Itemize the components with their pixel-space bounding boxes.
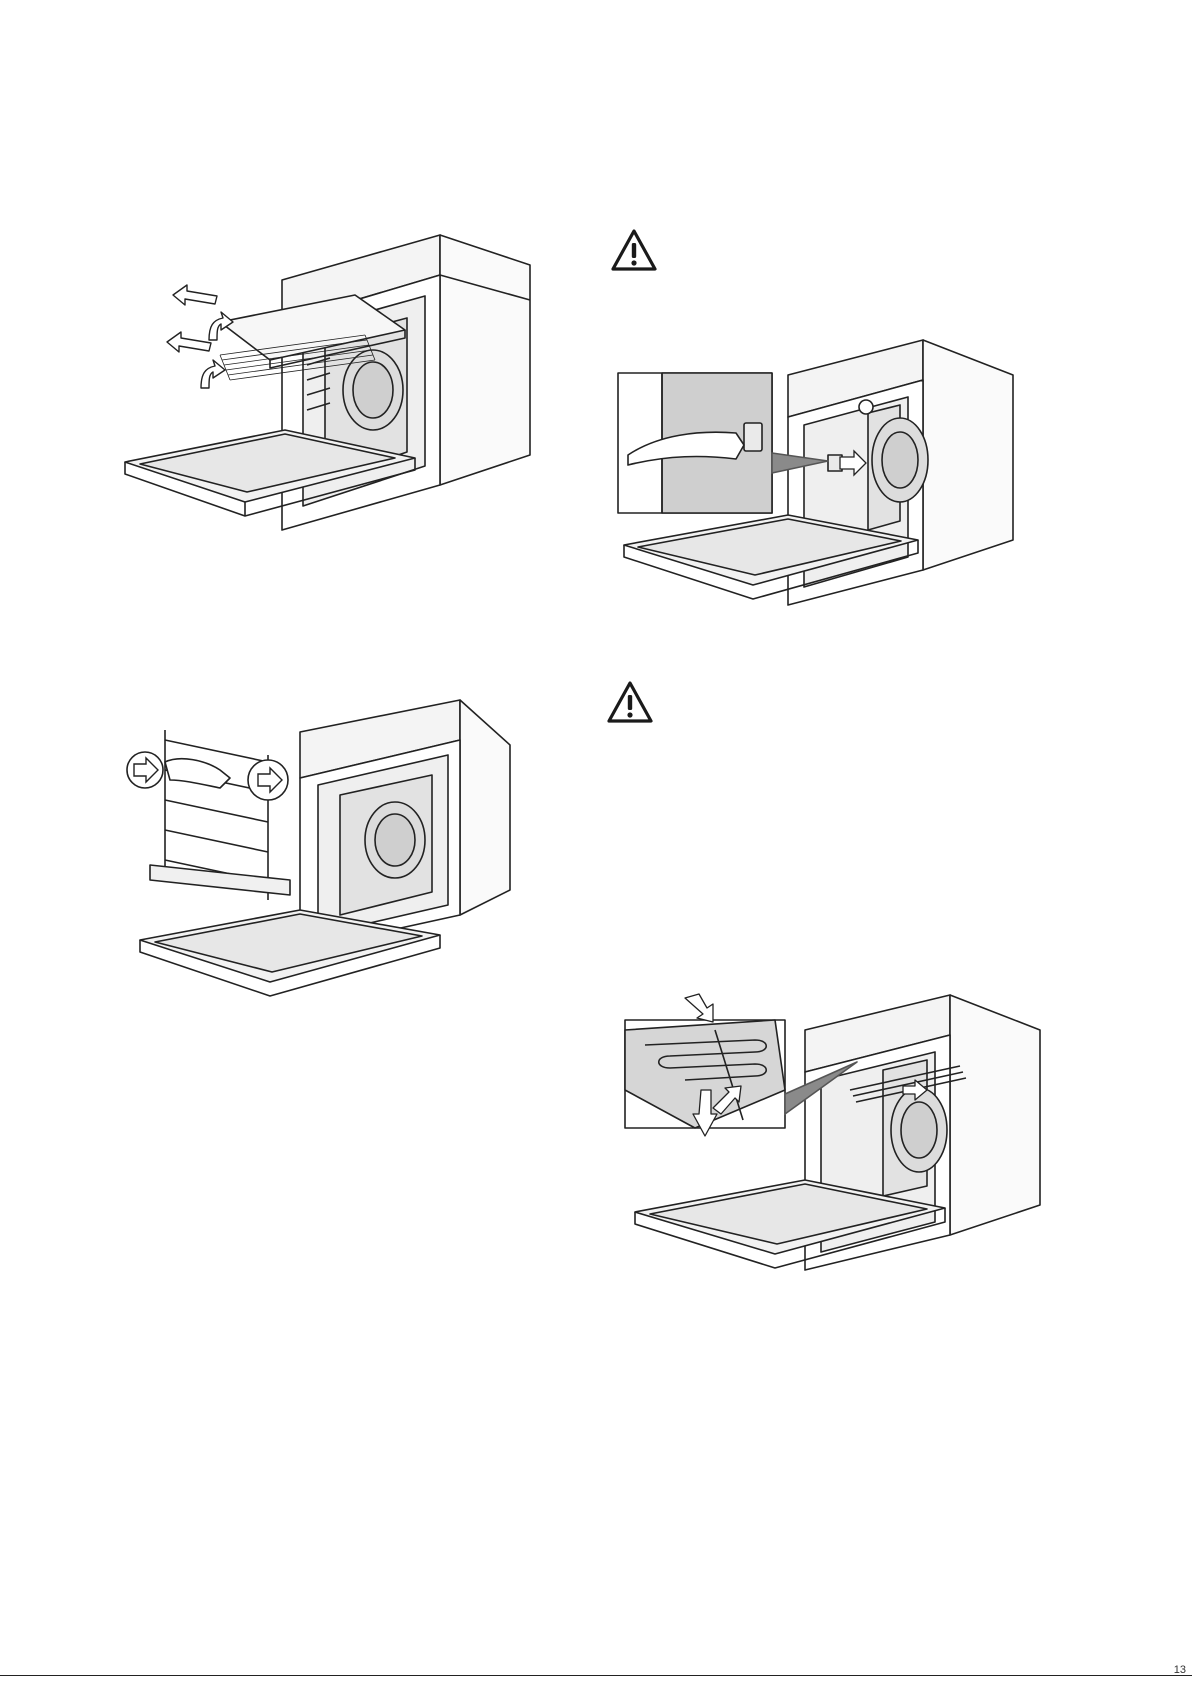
fig-replace-lamp: [618, 335, 1028, 605]
page-number: 13: [1174, 1664, 1186, 1676]
fig-remove-accessories: [125, 230, 545, 560]
oven-lamp-cover-illustration: [618, 335, 1028, 605]
warning-triangle-icon: [610, 228, 658, 272]
oven-remove-trays-illustration: [125, 230, 545, 560]
fig-remove-side-racks: [110, 700, 520, 1000]
warning-triangle-icon: [606, 680, 654, 724]
oven-grill-element-illustration: [625, 990, 1050, 1285]
fig-lower-grill-element: [625, 990, 1050, 1285]
oven-remove-side-rails-illustration: [110, 700, 520, 1000]
footer-rule: [0, 1675, 1192, 1676]
